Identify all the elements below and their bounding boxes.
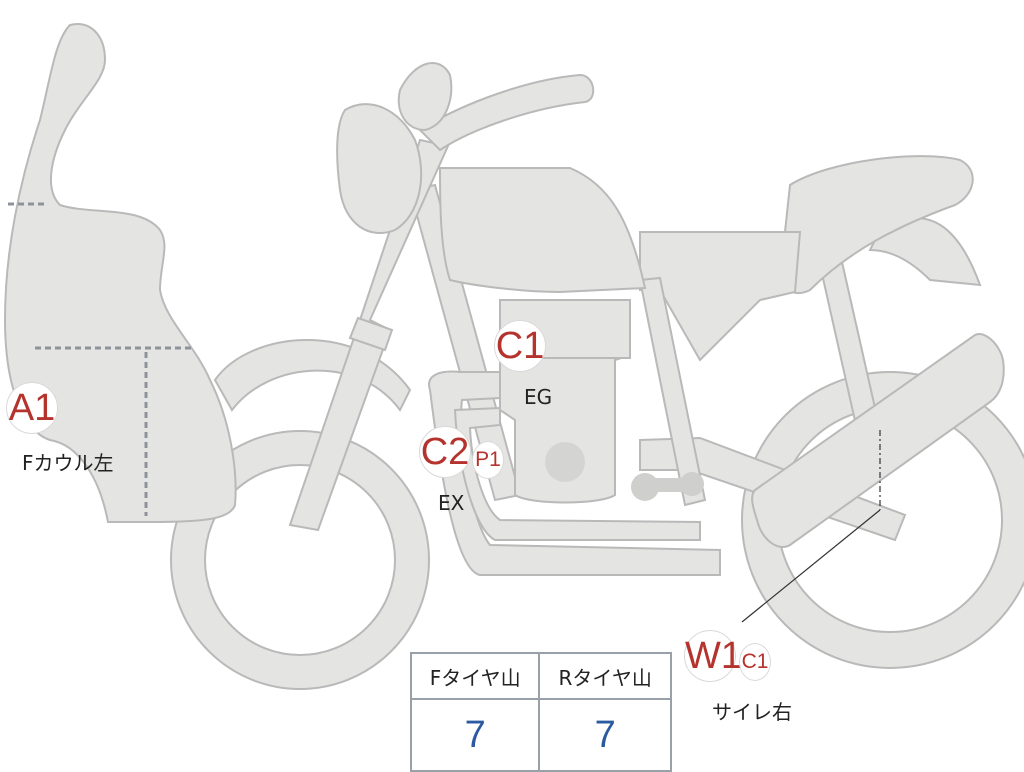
- marker-a1-code[interactable]: A1: [6, 382, 58, 434]
- marker-c2-sub-code[interactable]: P1: [472, 441, 504, 479]
- tire-table-header-row: Fタイヤ山 Rタイヤ山: [409, 652, 672, 700]
- front-tire-value: 7: [409, 698, 541, 772]
- footrest: [631, 472, 704, 501]
- marker-w1-sub-code[interactable]: C1: [739, 643, 771, 681]
- seat: [780, 155, 974, 295]
- marker-w1-label: サイレ右: [712, 700, 792, 724]
- frame-rear: [638, 276, 707, 507]
- tire-tread-table: Fタイヤ山 Rタイヤ山 7 7: [409, 652, 672, 772]
- front-wheel: [170, 430, 430, 690]
- rear-tire-header: Rタイヤ山: [538, 652, 672, 700]
- front-cowl: [3, 23, 237, 523]
- handlebar: [418, 73, 595, 152]
- handlebar-grip: [397, 62, 453, 132]
- front-tire-header: Fタイヤ山: [409, 652, 541, 700]
- marker-c1-code[interactable]: C1: [494, 320, 546, 372]
- marker-c2-code[interactable]: C2: [419, 426, 471, 478]
- marker-c1-label: EG: [524, 385, 553, 409]
- marker-c2-label: EX: [438, 491, 465, 515]
- headlight: [336, 103, 423, 235]
- fork-boot: [348, 316, 394, 352]
- marker-a1-label: Fカウル左: [22, 451, 114, 475]
- engine-cover: [545, 442, 585, 482]
- muffler: [751, 333, 1005, 548]
- cowl-panel-lines: [8, 202, 192, 516]
- marker-w1-code[interactable]: W1: [684, 630, 742, 682]
- fuel-tank: [438, 167, 647, 294]
- tire-table-value-row: 7 7: [409, 698, 672, 772]
- w1-leader-line: [741, 430, 881, 623]
- rear-tire-value: 7: [538, 698, 672, 772]
